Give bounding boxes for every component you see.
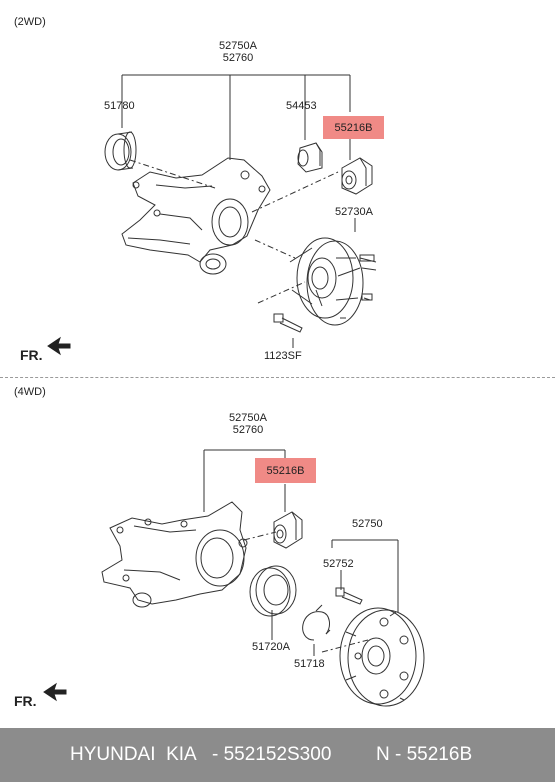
label-55216b-2wd-highlighted: 55216B xyxy=(323,116,384,139)
bushing-55216b-4wd xyxy=(273,511,303,549)
label-55216b-4wd-highlighted: 55216B xyxy=(255,458,316,483)
label-52760-4wd: 52760 xyxy=(232,424,264,436)
footer-brand: HYUNDAI KIA xyxy=(70,744,197,765)
snap-ring-51718 xyxy=(302,604,331,641)
section-title-4wd: (4WD) xyxy=(14,386,46,398)
bolt-1123sf xyxy=(273,313,303,333)
bushing-54453 xyxy=(297,142,323,173)
section-divider xyxy=(0,377,555,378)
label-51780: 51780 xyxy=(104,100,135,112)
label-52730a: 52730A xyxy=(335,206,373,218)
front-direction-label-2wd: FR. xyxy=(20,347,43,363)
bearing-51720a xyxy=(249,565,297,617)
section-title-2wd: (2WD) xyxy=(14,16,46,28)
bushing-55216b-2wd xyxy=(341,157,373,195)
front-direction-label-4wd: FR. xyxy=(14,693,37,709)
label-group-4wd: 52750A 52760 xyxy=(225,412,271,436)
knuckle-4wd xyxy=(101,501,248,608)
footer-part-number: N - 55216B xyxy=(376,744,473,765)
label-1123sf: 1123SF xyxy=(264,350,302,362)
label-52752: 52752 xyxy=(323,558,354,570)
label-52750: 52750 xyxy=(352,518,383,530)
seal-51780 xyxy=(104,131,137,171)
bolt-52752 xyxy=(335,587,363,605)
label-52750a-4wd: 52750A xyxy=(229,412,267,424)
hub-52750 xyxy=(339,607,425,707)
hub-52730a xyxy=(289,237,377,326)
label-group-2wd: 52750A 52760 xyxy=(215,40,261,64)
label-51720a: 51720A xyxy=(252,641,290,653)
footer-oem-number: - 552152S300 xyxy=(212,744,332,765)
footer-bar: HYUNDAI KIA - 552152S300 N - 55216B xyxy=(0,728,555,782)
knuckle-2wd xyxy=(121,157,271,275)
label-52760-2wd: 52760 xyxy=(222,52,254,64)
label-51718: 51718 xyxy=(294,658,325,670)
label-54453: 54453 xyxy=(286,100,317,112)
label-52750a-2wd: 52750A xyxy=(219,40,257,52)
